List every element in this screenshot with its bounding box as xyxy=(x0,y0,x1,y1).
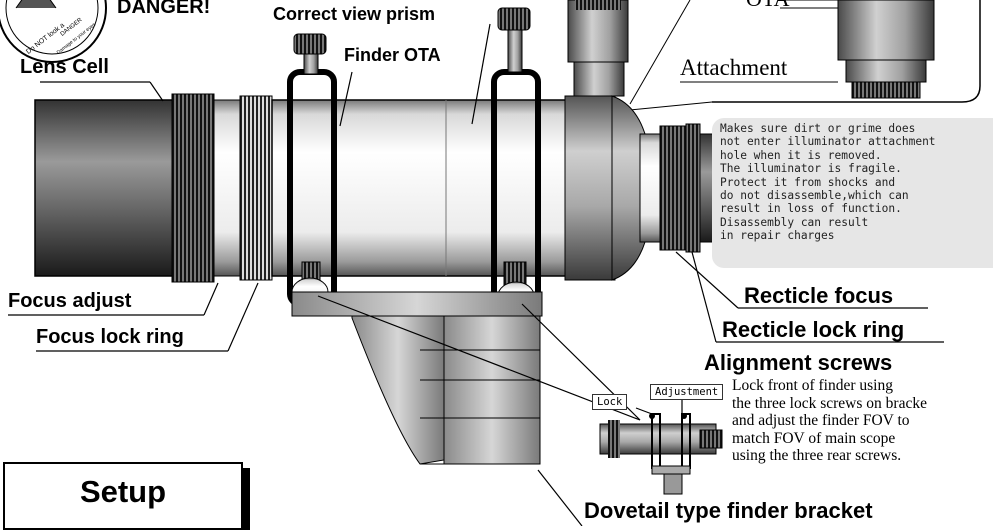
note-line: Disassembly can result xyxy=(720,215,869,229)
dovetail-bracket xyxy=(291,291,543,465)
correct-view-prism-label: Correct view prism xyxy=(273,4,436,24)
inset-finder-drawing xyxy=(599,413,723,495)
note-line: not enter illuminator attachment xyxy=(720,135,936,149)
recticle-lock-ring-label: Recticle lock ring xyxy=(722,317,905,342)
instruction-line: using the three rear screws. xyxy=(732,447,902,465)
adjustment-tag: Adjustment xyxy=(650,384,724,400)
instruction-line: the three lock screws on bracke xyxy=(732,394,927,412)
note-line: hole when it is removed. xyxy=(720,148,882,162)
setup-section-box: Setup xyxy=(3,462,243,530)
setup-title: Setup xyxy=(79,474,167,509)
focus-lock-ring-label: Focus lock ring xyxy=(36,326,184,348)
lens-cell-label: Lens Cell xyxy=(20,56,109,78)
dovetail-bracket-label: Dovetail type finder bracket xyxy=(584,498,873,523)
focus-adjust-label: Focus adjust xyxy=(8,290,132,312)
alignment-screws-label: Alignment screws xyxy=(704,350,893,375)
instruction-line: and adjust the finder FOV to xyxy=(732,412,910,430)
note-line: do not disassemble,which can xyxy=(720,189,909,203)
note-line: The illuminator is fragile. xyxy=(720,162,902,176)
note-line: Protect it from shocks and xyxy=(720,175,896,189)
warning-sticker: Do NOT look a DANGER Damage to your eyes xyxy=(0,0,107,63)
attachment-label: Attachment xyxy=(680,55,788,80)
ota-inset xyxy=(629,0,981,111)
instruction-line: match FOV of main scope xyxy=(732,429,896,447)
instruction-line: Lock front of finder using xyxy=(732,377,893,394)
lock-tag: Lock xyxy=(592,394,628,410)
main-tube xyxy=(34,93,715,283)
prism-eyepiece xyxy=(567,0,629,97)
note-line: Makes sure dirt or grime does xyxy=(720,122,916,135)
illuminator-note-box xyxy=(712,118,993,268)
danger-label: DANGER! xyxy=(117,0,211,18)
ota-label: OTA xyxy=(746,0,789,12)
note-line: in repair charges xyxy=(720,229,835,243)
recticle-focus-label: Recticle focus xyxy=(744,283,894,308)
finder-ota-label: Finder OTA xyxy=(344,45,441,65)
note-line: result in loss of function. xyxy=(720,202,902,216)
